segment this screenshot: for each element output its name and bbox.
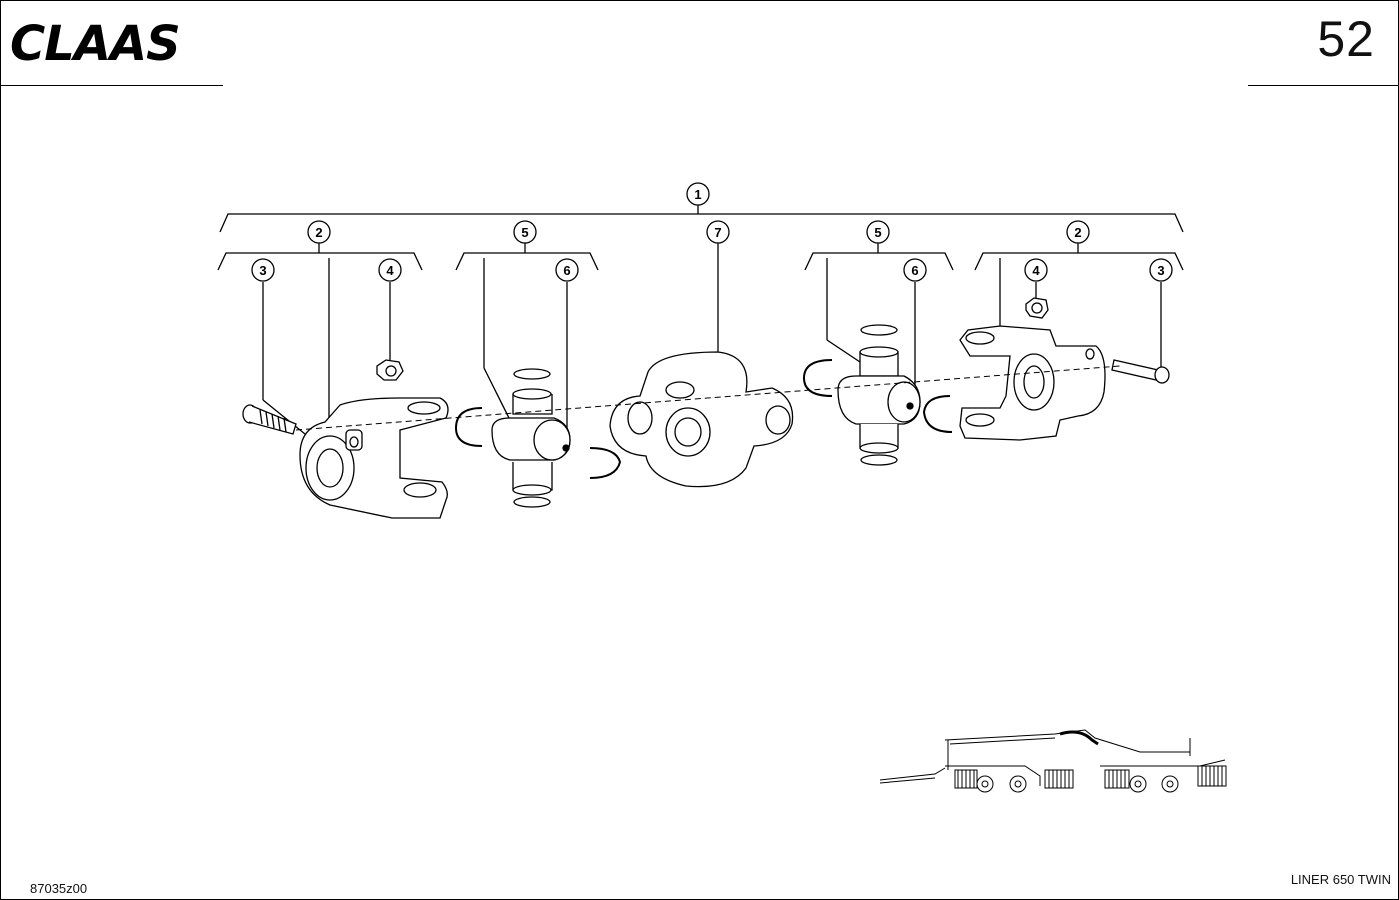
cross-left: [491, 368, 571, 508]
model-name: LINER 650 TWIN: [1290, 872, 1391, 887]
svg-text:1: 1: [694, 187, 701, 202]
yoke-right: [959, 325, 1106, 441]
circlip-left-2: [589, 447, 622, 479]
callout-2-right: 2: [1066, 220, 1090, 244]
svg-text:2: 2: [315, 225, 322, 240]
center-housing: [609, 351, 794, 488]
logo-text: CLAAS: [10, 18, 180, 66]
callout-4-left: 4: [378, 258, 402, 282]
callout-6-right: 6: [903, 258, 927, 282]
bracket-1: [219, 213, 1184, 233]
bracket-5-left: [455, 252, 599, 271]
callout-2-left: 2: [307, 220, 331, 244]
header-rule-right: [1248, 85, 1398, 86]
nut-left: [376, 359, 404, 381]
callout-4-right: 4: [1024, 258, 1048, 282]
callout-3-right: 3: [1149, 258, 1173, 282]
callout-1: 1: [686, 182, 710, 206]
svg-text:5: 5: [874, 225, 881, 240]
callout-6-left: 6: [555, 258, 579, 282]
circlip-right-2: [922, 395, 953, 433]
callout-5-left: 5: [513, 220, 537, 244]
bracket-2-right: [974, 252, 1184, 271]
svg-text:3: 3: [1157, 263, 1164, 278]
claas-logo: CLAAS: [8, 18, 233, 66]
svg-text:3: 3: [259, 263, 266, 278]
bracket-5-right: [804, 252, 954, 271]
page-number: 52: [1317, 11, 1375, 67]
circlip-right-1: [802, 359, 833, 397]
cross-right: [837, 324, 921, 466]
header-rule-left: [0, 85, 223, 86]
svg-text:2: 2: [1074, 225, 1081, 240]
bolt-left: [242, 404, 297, 435]
axis-line: [295, 365, 1121, 431]
svg-text:5: 5: [521, 225, 528, 240]
bolt-right: [1111, 359, 1170, 384]
circlip-left-1: [454, 407, 483, 447]
nut-right: [1025, 297, 1049, 319]
svg-text:7: 7: [714, 225, 721, 240]
machine-thumbnail: [879, 729, 1227, 793]
callout-5-right: 5: [866, 220, 890, 244]
svg-text:6: 6: [911, 263, 918, 278]
yoke-left: [299, 397, 449, 519]
drawing-code: 87035z00: [30, 881, 88, 896]
svg-text:4: 4: [1032, 263, 1040, 278]
bracket-2-left: [217, 252, 423, 271]
callout-7: 7: [706, 220, 730, 244]
svg-text:4: 4: [386, 263, 394, 278]
callout-3-left: 3: [251, 258, 275, 282]
svg-text:6: 6: [563, 263, 570, 278]
